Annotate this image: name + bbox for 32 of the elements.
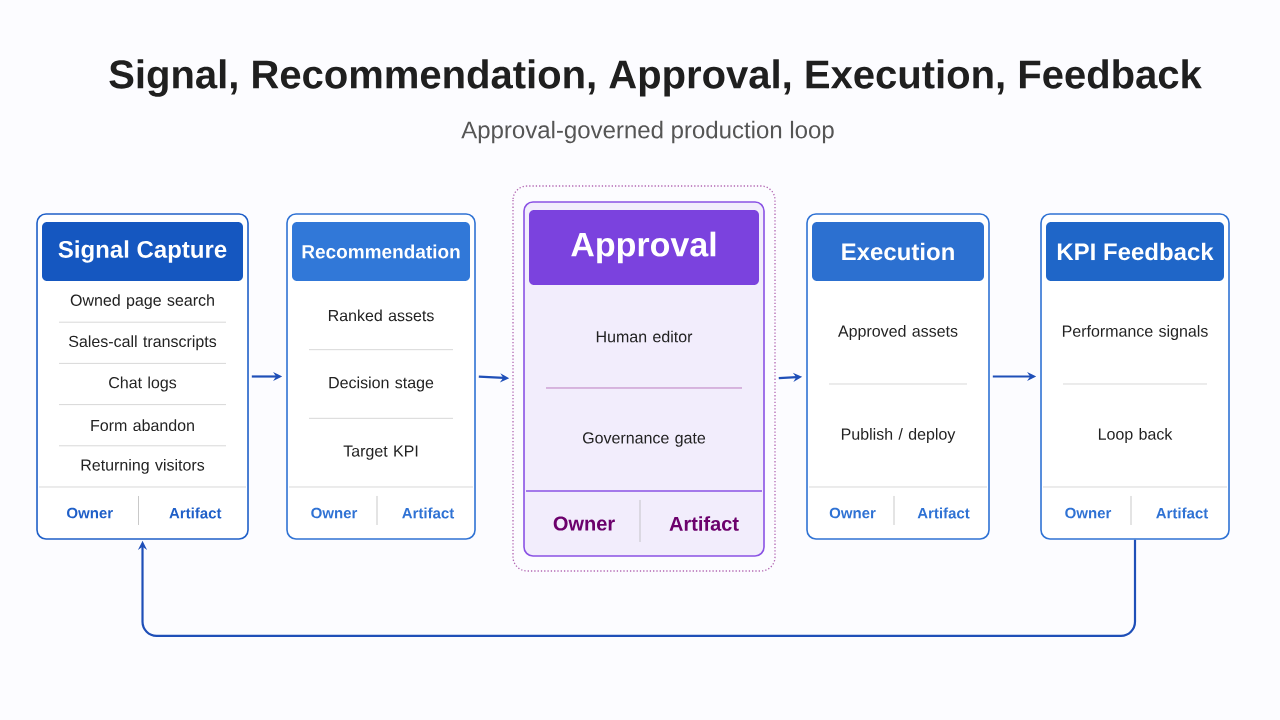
subtitle: Approval-governed production loop bbox=[461, 120, 834, 144]
list-item: Chat logs bbox=[109, 376, 177, 392]
card-header: Recommendation bbox=[292, 222, 470, 281]
footer-label: Owner bbox=[67, 507, 113, 519]
list-item: Performance signals bbox=[1062, 325, 1208, 340]
list-item: Returning visitors bbox=[81, 458, 205, 474]
footer-label: Artifact bbox=[169, 507, 222, 519]
footer-label: Artifact bbox=[402, 507, 455, 519]
list-item: Publish / deploy bbox=[841, 428, 956, 443]
footer-label: Owner bbox=[311, 507, 358, 519]
card-header: Signal Capture bbox=[42, 222, 243, 281]
list-item: Owned page search bbox=[70, 294, 214, 310]
card-header: KPI Feedback bbox=[1046, 222, 1224, 281]
arrow bbox=[137, 539, 1137, 637]
footer-label: Artifact bbox=[917, 507, 970, 519]
footer-label: Artifact bbox=[1156, 507, 1209, 519]
list-item: Decision stage bbox=[329, 376, 434, 392]
list-item: Target KPI bbox=[343, 445, 418, 460]
footer-label: Owner bbox=[829, 507, 876, 519]
footer-label: Artifact bbox=[669, 516, 739, 531]
list-item: Governance gate bbox=[583, 432, 706, 447]
list-item: Form abandon bbox=[91, 419, 194, 432]
list-item: Sales-call transcripts bbox=[69, 335, 217, 351]
list-item: Human editor bbox=[596, 330, 693, 343]
title: Signal, Recommendation, Approval, Execution, Feedback bbox=[109, 59, 1202, 97]
footer-label: Owner bbox=[1065, 507, 1112, 519]
list-item: Approved assets bbox=[838, 325, 958, 340]
list-item: Loop back bbox=[1098, 428, 1173, 443]
list-item: Ranked assets bbox=[328, 309, 434, 322]
footer-label: Owner bbox=[553, 516, 615, 531]
card-header: Execution bbox=[812, 222, 984, 281]
card-header: Approval bbox=[529, 210, 759, 285]
